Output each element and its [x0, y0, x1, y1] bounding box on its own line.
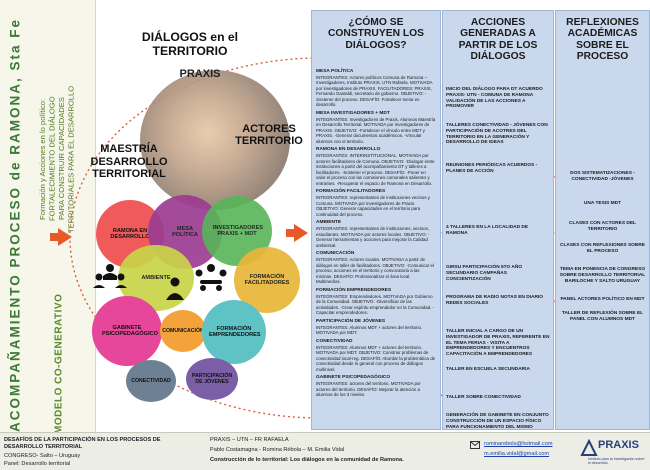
footer-congress: CONGRESO- Salto – Uruguay — [4, 453, 81, 459]
reflection-item: TALLER DE REFLEXIÓN SOBRE EL PANEL CON A… — [561, 311, 644, 322]
section-body: INTEGRANTES: INTERINSTITUCIONAL. MOTIVAD… — [316, 153, 435, 186]
section-title: GABINETE PSICOPEDAGÓGICO — [316, 375, 391, 381]
section-title: CONECTIVIDAD — [316, 338, 353, 344]
footer: DESAFÍOS DE LA PARTICIPACIÓN EN LOS PROC… — [0, 432, 650, 470]
action-item: INICIO DEL DIÁLOGO PARA DT ACUERDO PRAXI… — [446, 87, 543, 110]
section-title: MESA POLÍTICA — [316, 69, 354, 74]
reflection-item: PANEL ACTORES POLÍTICO EN MDT — [560, 297, 645, 302]
section-title: MESA INVESTIGADORES + MDT — [316, 110, 390, 116]
column-header: REFLEXIONES ACADÉMICAS SOBRE EL PROCESO — [566, 17, 639, 62]
group-people-icon — [93, 264, 127, 288]
section-body: INTEGRANTES: Alumnos MDT + actores del t… — [316, 344, 436, 372]
section-body: INTEGRANTES: actores del territorio. MOT… — [316, 381, 421, 398]
section-body: INTEGRANTES: representantes de instituci… — [316, 195, 430, 217]
action-item: TALLER INICIAL A CARGO DE UN INVESTIGADO… — [446, 329, 550, 357]
section-body: INTEGRANTES: Actores locales. MOTIVADA a… — [316, 257, 434, 285]
action-item: GIRSU PARTICIPACIÓN 5TO AÑO SECUNDARIO C… — [446, 265, 523, 282]
section-title: AMBIENTE — [316, 220, 342, 226]
footer-event-title: DESAFÍOS DE LA PARTICIPACIÓN EN LOS PROC… — [4, 437, 161, 450]
footer-authors: Pablo Costamagna - Romina Rébola – M. Em… — [210, 447, 345, 453]
section-body: INTEGRANTES: Investigadores de Praxis, A… — [316, 116, 436, 144]
column-header: ACCIONES GENERADAS A PARTIR DE LOS DIÁLO… — [458, 17, 538, 62]
section-title: FORMACIÓN FACILITADORES — [316, 189, 386, 195]
section-title: RAMONA EN DESARROLLO — [316, 147, 381, 153]
venn-label: INVESTIGADORES PRAXIS + MDT — [213, 225, 264, 237]
reflection-item: TEMA EN PONENCIA DE CONGRESO SOBRE DESAR… — [559, 267, 646, 284]
footer-email-link[interactable]: m.emilia.vidal@gmail.com — [484, 451, 550, 457]
venn-label: GABINETE PSICOPEDAGÓGICO — [102, 325, 158, 337]
actores-label: ACTORES TERRITORIO — [235, 123, 303, 148]
poster-main-title: ACOMPAÑAMIENTO PROCESO de RAMONA, Sta Fe — [7, 17, 23, 433]
venn-comunicacion: COMUNICACIÓN — [160, 310, 206, 352]
section-title: COMUNICACIÓN — [316, 251, 355, 257]
venn-conectividad: CONECTIVIDAD — [126, 360, 176, 402]
praxis-collage-circle — [140, 70, 290, 210]
action-item: TALLERES CONECTIVIDAD - JÓVENES CON PART… — [446, 123, 548, 146]
venn-label: RAMONA EN DESARROLLO — [110, 228, 150, 240]
section-title: FORMACIÓN EMPRENDEDORES — [316, 287, 392, 293]
arrow-right-icon — [50, 228, 72, 246]
section-body: INTEGRANTES: Alumnos MDT + actores del t… — [316, 324, 423, 336]
reflection-item: CLASES CON REFLEXIONES SOBRE EL PROCESO — [559, 243, 646, 254]
praxis-logo-icon — [580, 439, 598, 456]
praxis-logo-text: PRAXIS — [598, 439, 639, 451]
email-icon — [470, 441, 480, 449]
action-item: TALLER EN ESCUELA SECUNDARIA — [446, 367, 530, 372]
column-actions: ACCIONES GENERADAS A PARTIR DE LOS DIÁLO… — [442, 10, 554, 430]
subtitle-line-1: Formación y Acciones en lo político: — [38, 98, 48, 220]
left-title-strip — [0, 0, 96, 432]
section-body: INTEGRANTES: Emprendedores. MOTIVADA por… — [316, 293, 435, 316]
action-item: GENERACIÓN DE GABINETE EN CONJUNTO CONST… — [446, 413, 549, 430]
section-title: PARTICIPACIÓN DE JÓVENES — [316, 318, 386, 324]
reflection-item: UNA TESIS MDT — [583, 201, 622, 206]
footer-email-link[interactable]: rominarebola@hotmail.com — [484, 441, 553, 447]
venn-label: AMBIENTE — [141, 275, 171, 281]
meeting-people-icon — [195, 264, 227, 291]
section-body: INTEGRANTES: representantes de instituci… — [316, 226, 430, 248]
venn-gabinete-psicopedagogico: GABINETE PSICOPEDAGÓGICO — [92, 296, 162, 366]
center-title: DIÁLOGOS en el TERRITORIO — [141, 30, 239, 58]
arrow-right-icon — [286, 224, 308, 242]
column-reflections: REFLEXIONES ACADÉMICAS SOBRE EL PROCESO … — [555, 10, 650, 430]
action-item: PROGRAMA DE RADIO NOTAS EN DIARIO REDES … — [446, 295, 544, 306]
venn-label: FORMACIÓN EMPRENDEDORES — [209, 326, 261, 338]
section-body: INTEGRANTES: Actores políticos Comuna de… — [316, 74, 433, 108]
venn-label: FORMACIÓN FACILITADORES — [244, 274, 290, 286]
reflection-item: DOS SISTEMATIZACIONES -CONECTIVIDAD -JÓV… — [570, 171, 635, 182]
venn-label: MESA POLÍTICA — [171, 226, 199, 238]
footer-institution: PRAXIS – UTN – FR RAFAELA — [210, 437, 289, 443]
venn-label: CONECTIVIDAD — [131, 378, 171, 384]
venn-label: COMUNICACIÓN — [162, 328, 204, 334]
footer-paper-title: Construcción de lo territorial: Los diál… — [210, 457, 404, 463]
person-icon — [166, 277, 184, 300]
reflection-item: CLASES CON ACTORES DEL TERRITORIO — [569, 221, 636, 232]
column-how-dialogues: ¿CÓMO SE CONSTRUYEN LOS DIÁLOGOS? MESA P… — [311, 10, 441, 430]
footer-panel: Panel: Desarrollo territorial — [4, 461, 71, 467]
action-item: REUNIONES PERIÓDICAS ACUERDOS - PLANES D… — [446, 163, 538, 174]
praxis-label: PRAXIS — [179, 68, 221, 80]
action-item: TALLER SOBRE CONECTIVIDAD — [446, 395, 521, 400]
subtitle-line-2: FORTALECIMIENTO DEL DIÁLOGO — [47, 96, 57, 222]
action-item: 4 TALLERES EN LA LOCALIDAD DE RAMONA — [446, 225, 529, 236]
column-header: ¿CÓMO SE CONSTRUYEN LOS DIÁLOGOS? — [327, 17, 425, 51]
venn-participacion-jovenes: PARTICIPACIÓN DE JÓVENES — [186, 358, 238, 400]
venn-label: PARTICIPACIÓN DE JÓVENES — [191, 373, 233, 385]
maestria-label: MAESTRÍA DESARROLLO TERRITORIAL — [90, 143, 168, 181]
venn-formacion-emprendedores: FORMACIÓN EMPRENDEDORES — [202, 300, 266, 364]
praxis-logo-subtitle: Instituto para la Investigación sobre el… — [588, 457, 645, 466]
